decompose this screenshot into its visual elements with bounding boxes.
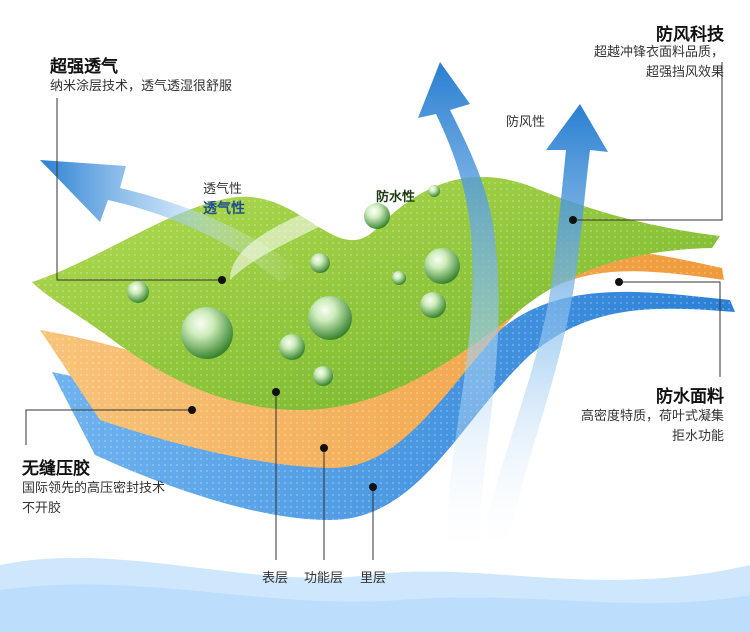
breathable-arrow xyxy=(40,160,300,282)
windproof-title: 防风科技 xyxy=(656,25,724,44)
layer-label-function: 功能层 xyxy=(304,570,344,585)
water-drops xyxy=(127,185,460,386)
windproofness-annotation: 防风性 xyxy=(506,114,546,129)
waterproofness-annotation: 防水性 xyxy=(376,189,416,204)
seamless-desc-line-1: 国际领先的高压密封技术 xyxy=(22,480,166,495)
waterproof-desc-line-1: 高密度特质，荷叶式凝集 xyxy=(580,408,724,423)
callout-lines xyxy=(25,62,723,560)
layer-label-inner: 里层 xyxy=(360,570,387,585)
windproof-desc-line-2: 超强挡风效果 xyxy=(645,64,724,79)
waterproof-title: 防水面料 xyxy=(656,387,724,406)
waterproof-desc-line-2: 拒水功能 xyxy=(671,428,724,443)
callout-dots xyxy=(188,216,623,491)
windproof-desc-line-1: 超越冲锋衣面料品质， xyxy=(593,44,724,59)
windproof-arrow-center xyxy=(418,62,499,565)
breathability-annotation-1: 透气性 xyxy=(203,181,243,196)
seamless-desc-line-2: 不开胶 xyxy=(22,500,62,515)
breathable-title: 超强透气 xyxy=(50,57,118,76)
seamless-title: 无缝压胶 xyxy=(22,459,90,478)
breathability-annotation-2: 透气性 xyxy=(203,200,245,216)
layer-label-outer: 表层 xyxy=(262,570,289,585)
breathable-desc: 纳米涂层技术，透气透湿很舒服 xyxy=(50,78,233,93)
